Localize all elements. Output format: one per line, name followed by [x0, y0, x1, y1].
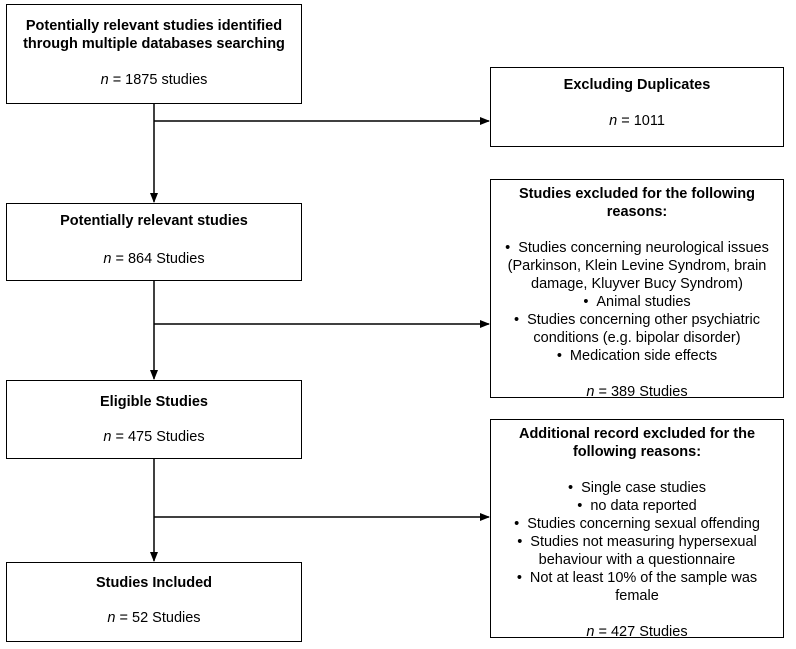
- box-identified: Potentially relevant studies identified …: [6, 4, 302, 104]
- duplicates-title: Excluding Duplicates: [563, 77, 711, 93]
- relevant-count: n = 864 Studies: [103, 251, 205, 267]
- list-item: •Animal studies: [583, 294, 691, 310]
- list-item: •Studies not measuring hypersexual behav…: [517, 534, 757, 568]
- n-label: n: [100, 72, 109, 88]
- additional-count: n = 427 Studies: [586, 624, 688, 640]
- list-item: •Studies concerning other psychiatric co…: [513, 312, 760, 346]
- reasons-list: •Studies concerning neurological issues …: [501, 239, 773, 365]
- eligible-count: n = 475 Studies: [103, 429, 205, 445]
- box-included: Studies Included n = 52 Studies: [6, 562, 302, 642]
- n-label: n: [586, 624, 595, 640]
- list-item: •no data reported: [577, 498, 697, 514]
- eligible-title: Eligible Studies: [100, 394, 208, 410]
- included-count: n = 52 Studies: [107, 610, 201, 626]
- list-item: •Studies concerning sexual offending: [514, 516, 760, 532]
- n-label: n: [103, 251, 112, 267]
- identified-title: Potentially relevant studies identified …: [23, 18, 285, 52]
- list-item: •Not at least 10% of the sample was fema…: [516, 570, 758, 604]
- box-additional-exclusions: Additional record excluded for the follo…: [490, 419, 784, 640]
- n-label: n: [107, 610, 116, 626]
- additional-title: Additional record excluded for the follo…: [518, 426, 756, 460]
- reasons-count: n = 389 Studies: [586, 384, 688, 400]
- identified-count: n = 1875 studies: [100, 72, 208, 88]
- n-label: n: [103, 429, 112, 445]
- list-item: •Single case studies: [567, 480, 706, 496]
- box-exclusion-reasons: Studies excluded for the following reaso…: [490, 179, 784, 400]
- box-relevant: Potentially relevant studies n = 864 Stu…: [6, 203, 302, 281]
- box-duplicates: Excluding Duplicates n = 1011: [490, 67, 784, 147]
- box-eligible: Eligible Studies n = 475 Studies: [6, 380, 302, 459]
- list-item: •Medication side effects: [556, 348, 718, 364]
- relevant-title: Potentially relevant studies: [60, 213, 248, 229]
- n-label: n: [586, 384, 595, 400]
- additional-list: •Single case studies •no data reported •…: [501, 479, 773, 605]
- duplicates-count: n = 1011: [609, 113, 665, 129]
- included-title: Studies Included: [95, 575, 212, 591]
- list-item: •Studies concerning neurological issues …: [505, 240, 769, 292]
- reasons-title: Studies excluded for the following reaso…: [518, 186, 756, 220]
- n-label: n: [609, 113, 618, 129]
